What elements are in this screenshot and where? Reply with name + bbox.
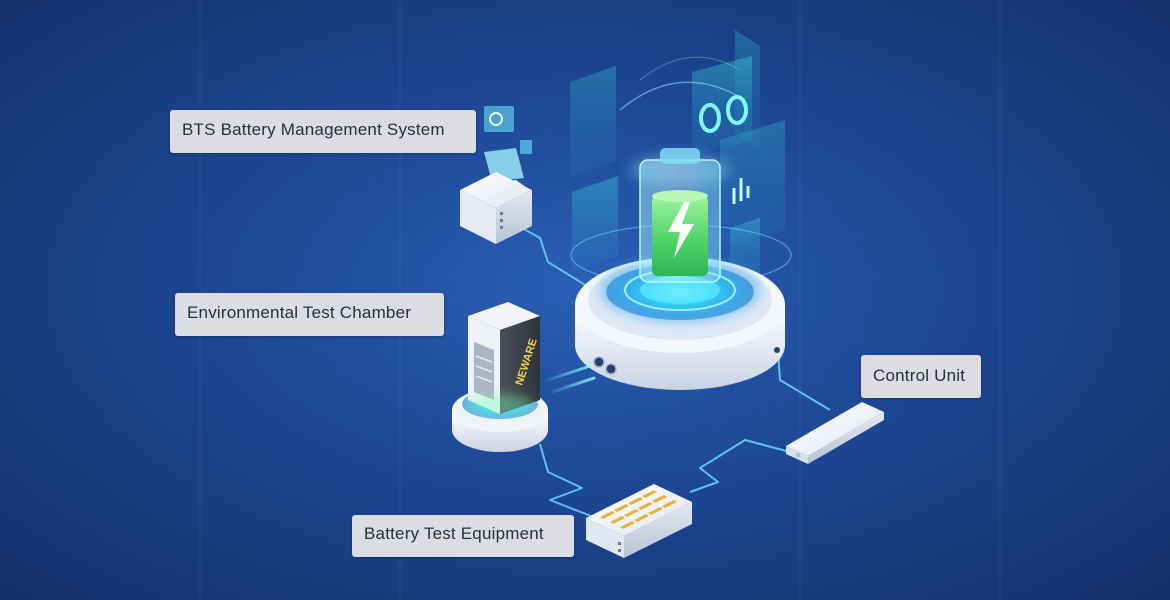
cable-bms-to-station	[521, 227, 591, 289]
bms-computer	[460, 106, 532, 244]
label-battery-test-equipment: Battery Test Equipment	[352, 515, 574, 557]
label-bts-battery-management-system: BTS Battery Management System	[170, 110, 476, 153]
holo-arc	[639, 56, 741, 81]
test-channel-slots	[600, 490, 677, 529]
cable-control-to-bte	[689, 439, 791, 493]
holo-bar-chart-icon	[732, 178, 750, 204]
label-environmental-test-chamber: Environmental Test Chamber	[175, 293, 444, 336]
holo-panel-rings	[692, 56, 752, 156]
holo-panel-left-back	[570, 66, 616, 178]
bms-holo-screen	[520, 140, 532, 154]
cable-station-to-control	[777, 349, 831, 411]
holo-arc	[619, 81, 746, 111]
label-control-unit: Control Unit	[861, 355, 981, 398]
station-port-icon	[774, 347, 780, 353]
lightning-bolt-icon	[668, 202, 694, 258]
bms-holo-screen	[484, 106, 514, 132]
holo-panel-left-front	[572, 176, 618, 272]
control-unit-led-icon	[796, 453, 800, 457]
battery-test-equipment-device	[586, 484, 692, 558]
holo-ring-icon	[726, 95, 748, 125]
holo-panel-chart	[720, 120, 785, 250]
data-beams	[546, 364, 596, 394]
station-port-icon	[593, 356, 605, 368]
environmental-chamber: NEWARE	[452, 302, 596, 452]
cable-env-to-bte	[539, 443, 597, 519]
control-unit-device	[786, 402, 884, 464]
station-port-icon	[605, 363, 617, 375]
bms-holo-gauge-icon	[489, 112, 503, 126]
battery-icon	[630, 148, 730, 283]
holo-ring-icon	[699, 103, 721, 133]
